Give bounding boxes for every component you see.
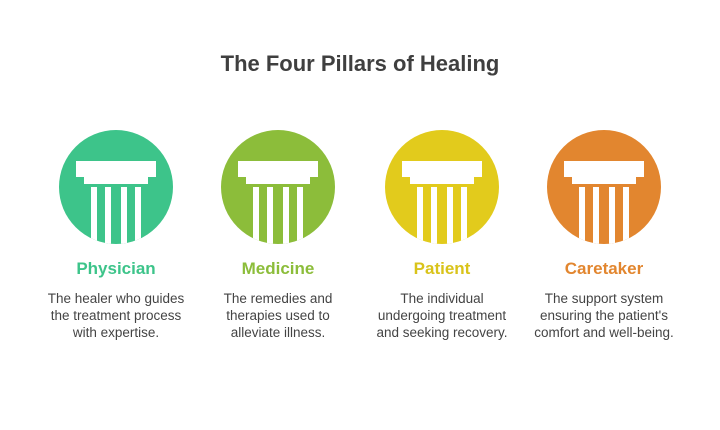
pillar-name: Medicine (241, 259, 315, 278)
pillar-card-caretaker: Caretaker The support system ensuring th… (524, 130, 684, 341)
pillar-name: Physician (76, 259, 156, 278)
page-title: The Four Pillars of Healing (220, 51, 500, 76)
pillar-name: Caretaker (564, 259, 644, 278)
pillar-description: The remedies and therapies used to allev… (223, 291, 333, 340)
pillar-description: The support system ensuring the patient'… (534, 291, 674, 340)
pillar-card-physician: Physician The healer who guides the trea… (36, 130, 196, 341)
column-icon (238, 161, 318, 244)
pillar-card-medicine: Medicine The remedies and therapies used… (198, 130, 358, 341)
pillar-circle (547, 130, 661, 244)
pillar-description: The individual undergoing treatment and … (376, 291, 508, 340)
column-icon (76, 161, 156, 244)
column-icon (564, 161, 644, 244)
pillar-circle (59, 130, 173, 244)
pillar-circle (221, 130, 335, 244)
pillar-name: Patient (413, 259, 471, 278)
pillar-description: The healer who guides the treatment proc… (47, 291, 185, 340)
column-icon (402, 161, 482, 244)
pillar-card-patient: Patient The individual undergoing treatm… (362, 130, 522, 341)
pillar-circle (385, 130, 499, 244)
